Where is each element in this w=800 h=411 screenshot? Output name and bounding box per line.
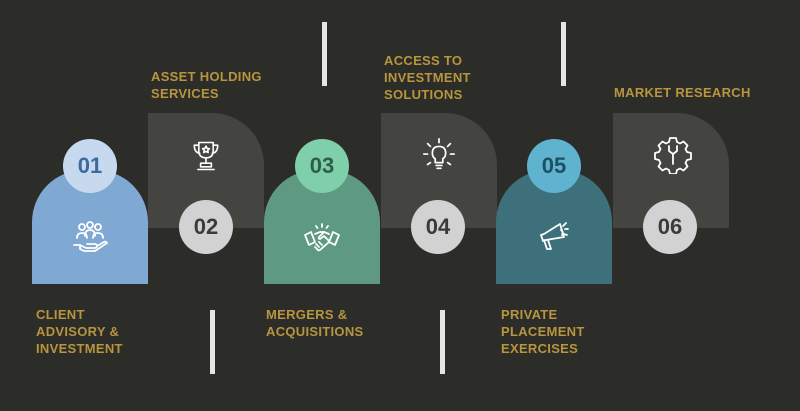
handshake-icon <box>302 220 342 260</box>
step-06-number-badge: 06 <box>643 200 697 254</box>
step-04-number-badge: 04 <box>411 200 465 254</box>
separator-bar-bottom-2 <box>440 310 445 374</box>
step-04-label: ACCESS TO INVESTMENT SOLUTIONS <box>384 53 471 102</box>
gear-wrench-icon <box>653 134 693 175</box>
megaphone-icon <box>534 218 574 258</box>
step-02-label: ASSET HOLDING SERVICES <box>151 69 262 101</box>
lightbulb-icon <box>420 136 458 174</box>
separator-bar-bottom-1 <box>210 310 215 374</box>
step-01-label: CLIENT ADVISORY & INVESTMENT <box>36 307 123 356</box>
step-05-number-badge: 05 <box>527 139 581 193</box>
group-hand-icon <box>70 218 110 258</box>
separator-bar-top-2 <box>561 22 566 86</box>
step-01-number-badge: 01 <box>63 139 117 193</box>
step-02-number-badge: 02 <box>179 200 233 254</box>
step-03-number-badge: 03 <box>295 139 349 193</box>
step-05-label: PRIVATE PLACEMENT EXERCISES <box>501 307 585 356</box>
step-06-label: MARKET RESEARCH <box>614 85 751 100</box>
separator-bar-top-1 <box>322 22 327 86</box>
trophy-icon <box>188 138 224 174</box>
step-03-label: MERGERS & ACQUISITIONS <box>266 307 364 339</box>
